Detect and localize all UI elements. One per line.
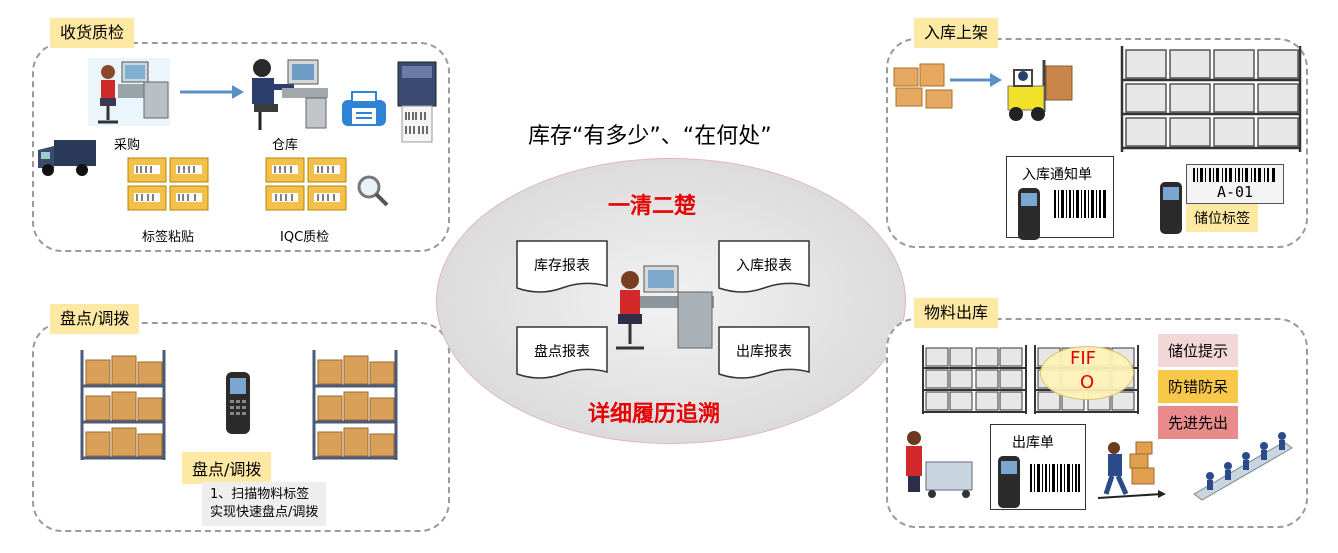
handheld-scanner-icon — [1018, 188, 1040, 240]
labeling-label: 标签粘贴 — [142, 230, 195, 245]
truck-icon — [38, 140, 96, 176]
fifo-line1: FIF — [1070, 348, 1097, 369]
labeled-boxes-icon — [127, 157, 209, 211]
barcode-icon — [1054, 190, 1106, 218]
magnifier-icon — [357, 175, 389, 207]
forklift-icon — [1007, 60, 1073, 121]
inbound-notice-label: 入库通知单 — [1022, 167, 1092, 183]
doc-shape — [516, 326, 608, 379]
label-printer-icon — [397, 61, 437, 143]
report-stock-label: 库存报表 — [534, 258, 590, 274]
center-operator-icon — [616, 265, 714, 350]
outbound-order-label: 出库单 — [1012, 435, 1054, 451]
barcode-icon — [1030, 464, 1080, 492]
barcode-icon — [1193, 168, 1275, 182]
inventory-subtitle: 盘点/调拨 — [182, 452, 272, 484]
report-count-label: 盘点报表 — [534, 344, 590, 360]
doc-shape — [516, 240, 608, 293]
report-outbound-label: 出库报表 — [736, 344, 792, 360]
receiving-title: 收货质检 — [50, 18, 135, 48]
report-count: 盘点报表 — [516, 326, 608, 379]
badge-error-proof: 防错防呆 — [1158, 370, 1239, 403]
iqc-label: IQC质检 — [280, 230, 330, 245]
inventory-note: 1、扫描物料标签 实现快速盘点/调拨 — [202, 482, 327, 526]
handheld-scanner-icon — [1160, 182, 1182, 234]
fifo-ellipse — [1040, 346, 1134, 400]
center-headline: 库存“有多少”、“在何处” — [528, 124, 772, 149]
warehouse-operator-icon — [252, 59, 328, 130]
putaway-title: 入库上架 — [914, 18, 999, 48]
printer-icon — [342, 91, 386, 126]
report-outbound: 出库报表 — [718, 326, 810, 379]
inventory-title: 盘点/调拨 — [50, 304, 140, 334]
inventory-note-line1: 1、扫描物料标签 — [210, 487, 310, 502]
handheld-scanner-icon — [998, 456, 1020, 508]
handheld-scanner-icon — [226, 372, 250, 434]
badge-fifo: 先进先出 — [1158, 406, 1239, 439]
report-stock: 库存报表 — [516, 240, 608, 293]
inventory-note-line2: 实现快速盘点/调拨 — [210, 505, 319, 520]
doc-shape — [718, 326, 810, 379]
cart-worker-icon — [906, 431, 973, 498]
purchase-clerk-icon — [88, 58, 170, 126]
report-inbound-label: 入库报表 — [736, 258, 792, 274]
outbound-title: 物料出库 — [914, 298, 999, 328]
warehouse-label: 仓库 — [272, 138, 299, 153]
warehouse-rack-icon — [1120, 46, 1302, 152]
fifo-line2: O — [1080, 372, 1095, 393]
center-highlight-top: 一清二楚 — [608, 194, 697, 219]
location-label: 储位标签 — [1186, 204, 1258, 232]
purchase-label: 采购 — [114, 138, 141, 153]
outbound-rack-left-icon — [922, 345, 1027, 414]
rack-code: A-01 — [1216, 183, 1254, 201]
arrow-right-icon — [950, 73, 1002, 87]
center-highlight-bottom: 详细履历追溯 — [588, 402, 721, 427]
rack-code-plate: A-01 — [1186, 164, 1284, 204]
shelf-right-icon — [312, 350, 398, 460]
assembly-line-icon — [1193, 432, 1293, 501]
iqc-boxes-icon — [265, 157, 347, 211]
report-inbound: 入库报表 — [718, 240, 810, 293]
doc-shape — [718, 240, 810, 293]
badge-location-hint: 储位提示 — [1158, 334, 1239, 367]
delivery-worker-icon — [1097, 441, 1166, 499]
arrow-right-icon — [180, 85, 244, 99]
pallet-boxes-icon — [893, 63, 953, 109]
shelf-left-icon — [80, 350, 166, 460]
